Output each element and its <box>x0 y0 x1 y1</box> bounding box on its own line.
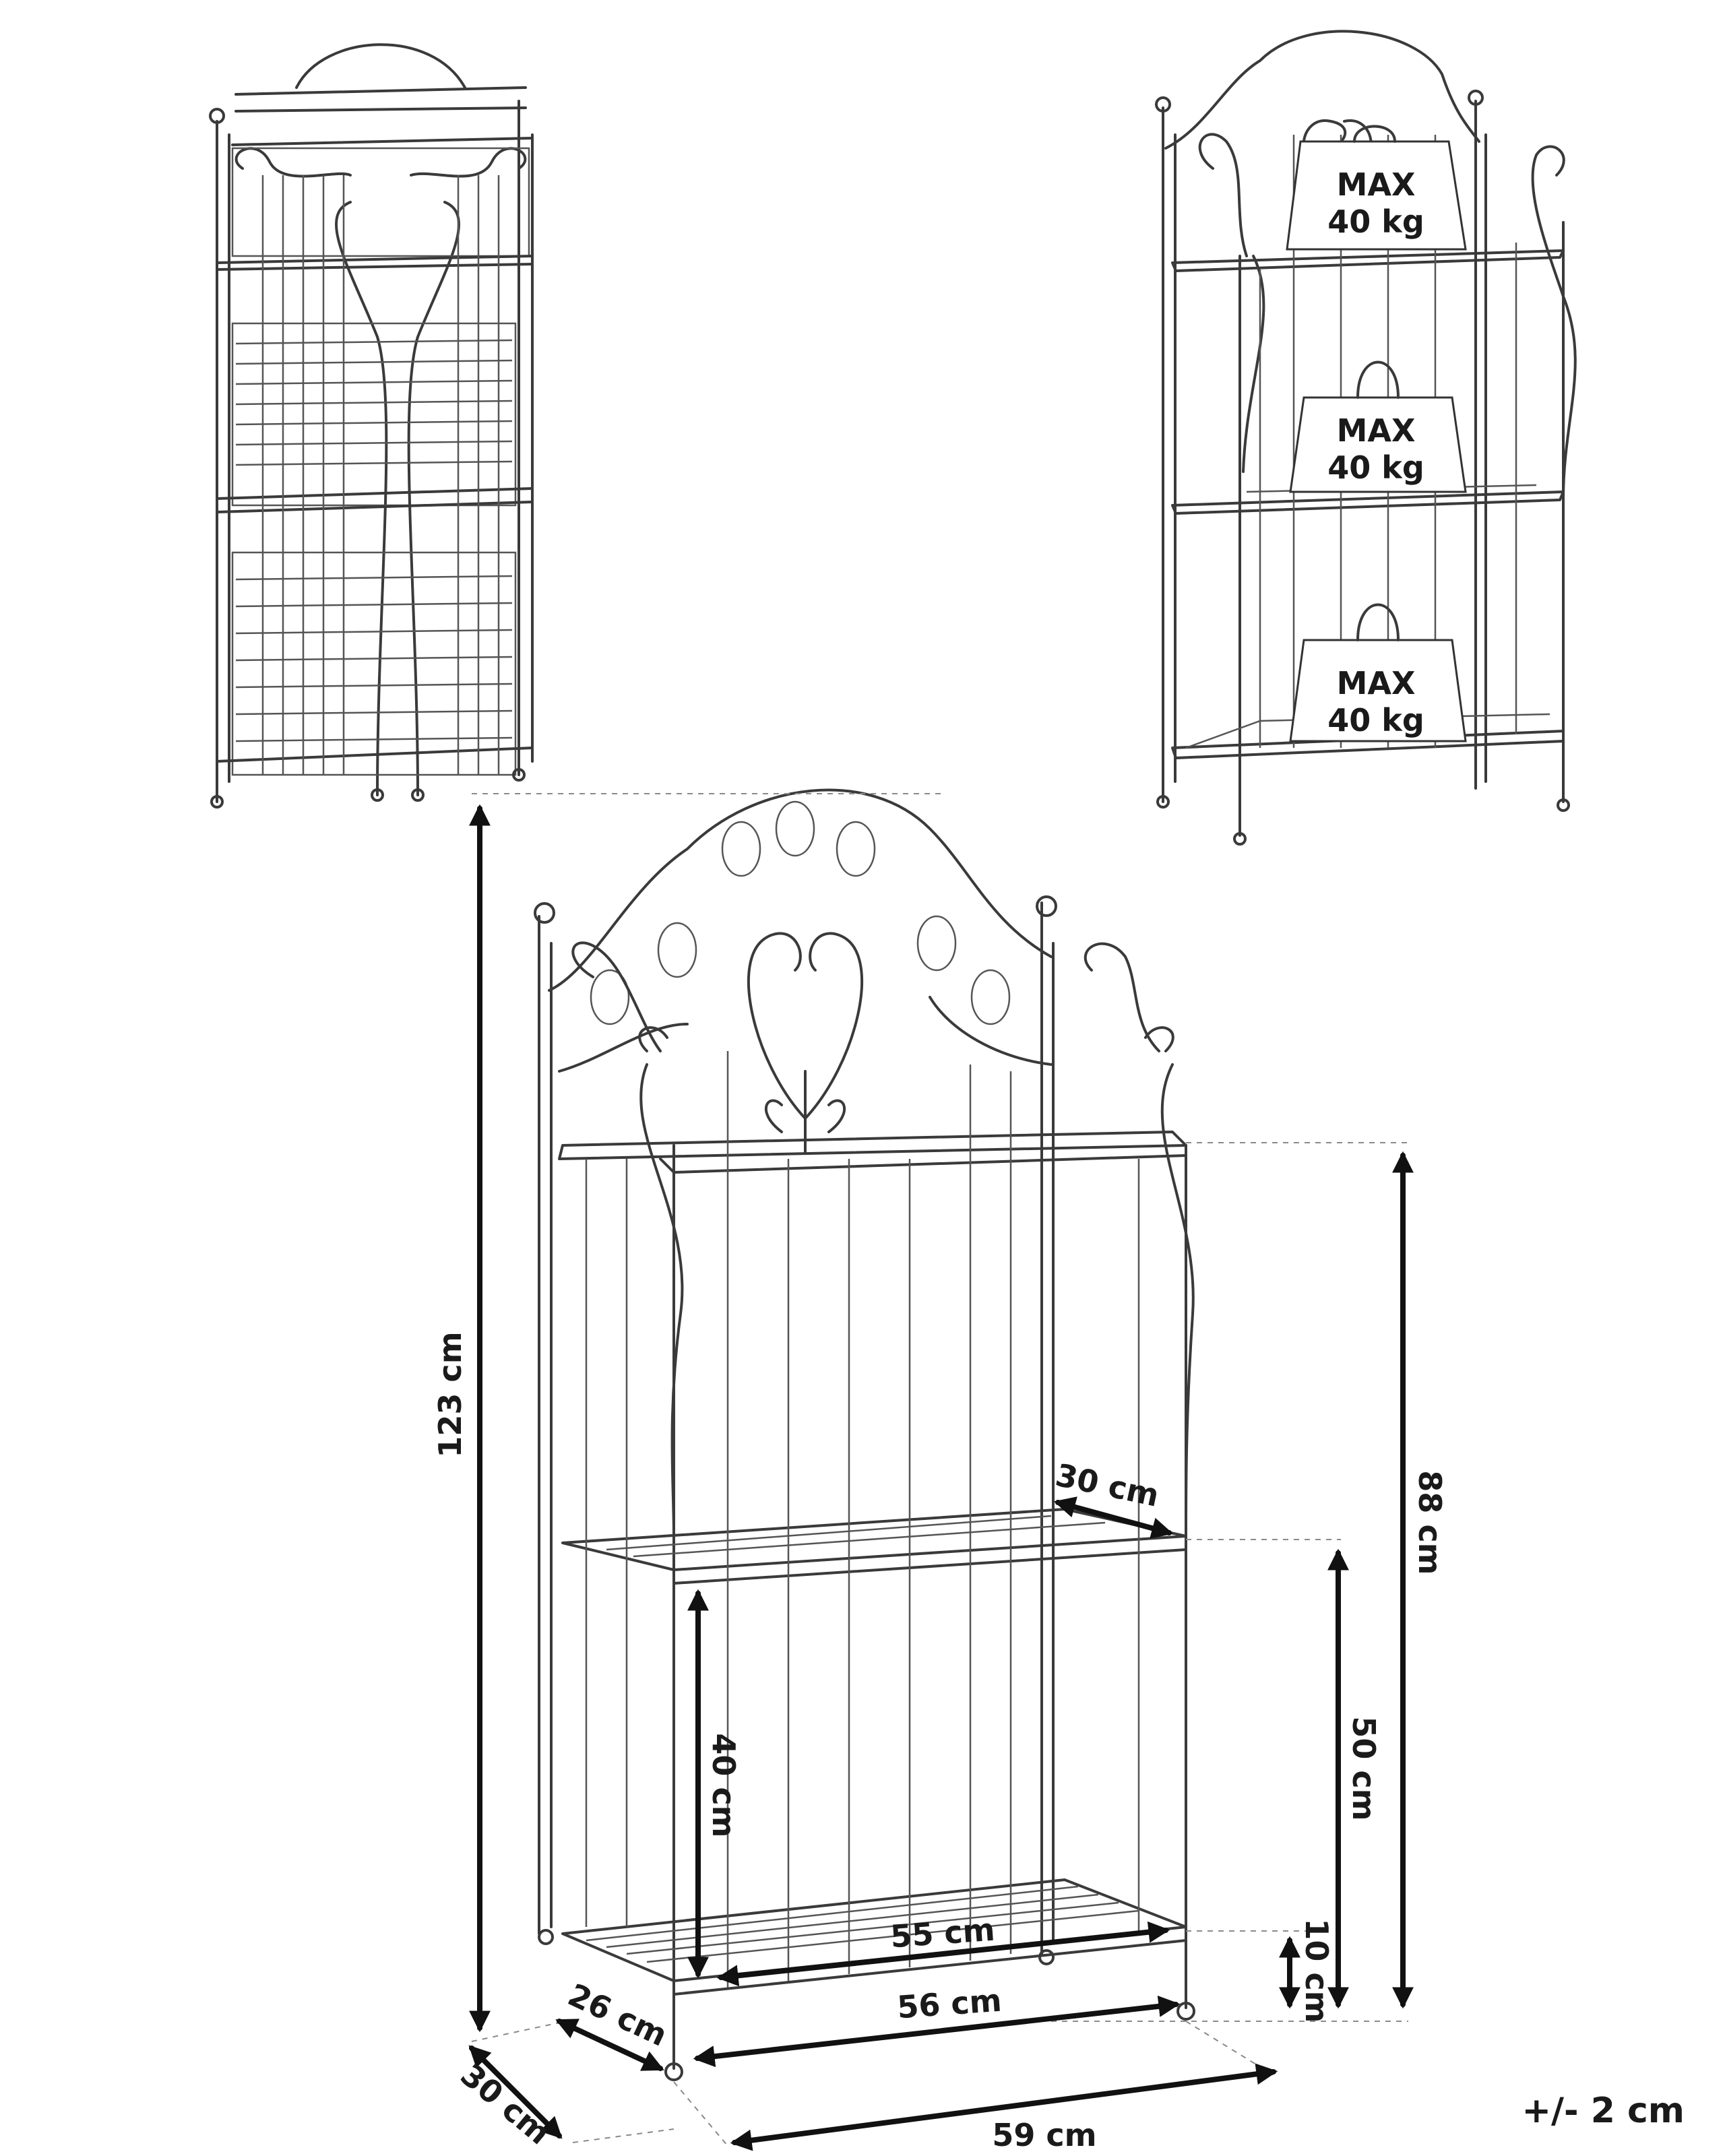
outer-width-label: 59 cm <box>992 2117 1096 2153</box>
weight-bottom-icon <box>1289 603 1467 742</box>
max-load-middle-value: 40 kg <box>1327 449 1424 486</box>
bottom-shelf-height-label: 10 cm <box>1298 1918 1335 2023</box>
main-rack-illustration <box>534 788 1195 2081</box>
shelf-width-label: 56 cm <box>896 1982 1003 2026</box>
outer-depth-label: 30 cm <box>453 2056 557 2151</box>
total-height-label: 123 cm <box>432 1331 468 1457</box>
tolerance-label: +/- 2 cm <box>1522 2091 1685 2131</box>
max-load-bottom-label: MAX <box>1337 665 1416 701</box>
middle-shelf-height-label: 50 cm <box>1346 1716 1382 1820</box>
shelf-gap-label: 40 cm <box>705 1733 742 1837</box>
loaded-rack-illustration: MAX 40 kg MAX 40 kg MAX 40 kg <box>1155 30 1577 846</box>
max-load-top-label: MAX <box>1337 166 1416 203</box>
dimension-guide-lines <box>471 793 1408 2147</box>
max-load-middle-label: MAX <box>1337 412 1416 449</box>
max-load-top-value: 40 kg <box>1327 203 1424 240</box>
weight-top-icon <box>1286 125 1467 251</box>
top-shelf-height-label: 88 cm <box>1412 1470 1448 1575</box>
dimension-arrows <box>468 804 1414 2151</box>
weight-middle-icon <box>1289 360 1467 493</box>
max-load-bottom-value: 40 kg <box>1327 702 1424 738</box>
leg-depth-label: 26 cm <box>563 1976 673 2054</box>
inner-width-label: 55 cm <box>889 1911 997 1955</box>
folded-rack-illustration <box>209 43 534 808</box>
